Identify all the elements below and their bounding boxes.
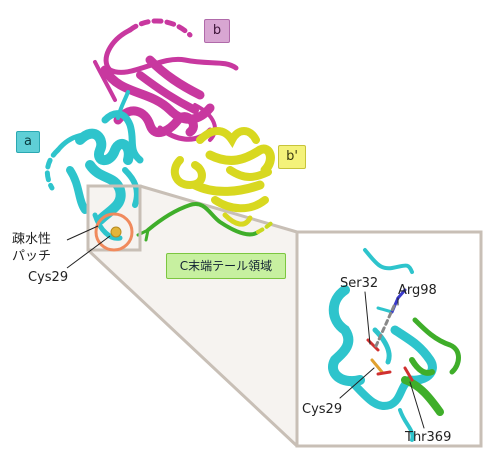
zoom-line-bottom [86,248,299,448]
c-tail-region-label: C末端テール領域 [166,253,286,279]
domain-bp-label: b' [278,145,306,169]
hydrophobic-leader [66,225,99,241]
arg98-label: Arg98 [398,283,437,298]
thr369-label: Thr369 [405,430,452,445]
cys29-leader [66,235,111,269]
inset-structure [328,248,461,442]
domain-b-dashed-loop [127,18,193,38]
zoom-wedge [88,186,297,446]
inset-frame [295,230,483,448]
cys29-marker [110,226,122,238]
domain-a-label: a [16,131,40,153]
hydrophobic-patch-label-line1: 疎水性 [12,232,52,247]
domain-bp-structure [170,127,275,227]
cys29-inset-label: Cys29 [302,402,343,417]
hydrophobic-patch-circle [94,212,134,252]
cys29-label: Cys29 [28,270,69,285]
hydrophobic-patch-label-line2: パッチ [12,249,52,264]
domain-b-structure [93,18,239,142]
ser32-label: Ser32 [340,276,379,291]
domain-a-dashed-loop [44,147,61,191]
domain-b-label: b [204,19,230,43]
